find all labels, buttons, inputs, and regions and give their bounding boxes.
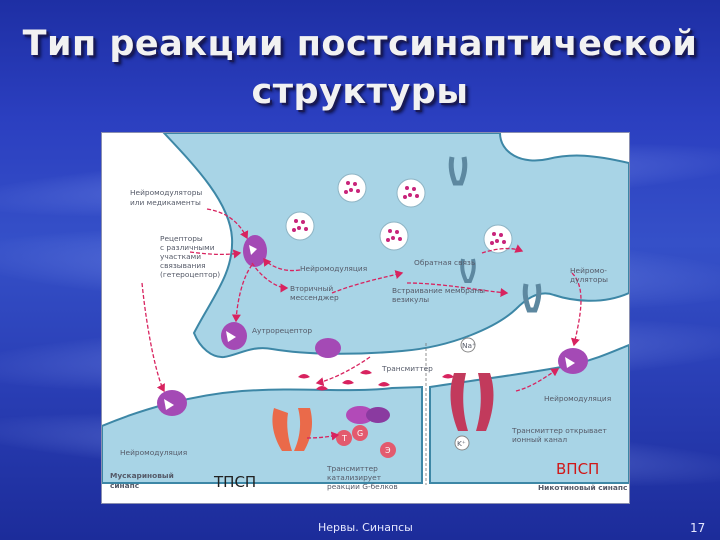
label-tpsp: ТПСП xyxy=(213,473,256,491)
label-neuromodulation-bottom: Нейромодуляция xyxy=(120,448,187,457)
label-muscarinic-2: синапс xyxy=(110,481,139,490)
presynaptic-receptor-purple xyxy=(315,338,341,358)
vesicle xyxy=(396,178,426,208)
label-nicotinic: Никотиновый синапс xyxy=(538,483,627,492)
label-neuromodulators-right-2: дуляторы xyxy=(570,275,608,284)
label-second-messenger-1: Вторичный xyxy=(290,284,333,293)
vesicle xyxy=(379,221,409,251)
label-muscarinic-1: Мускариновый xyxy=(110,471,174,480)
autoreceptor xyxy=(221,322,247,350)
g-protein-complex: T G Э xyxy=(336,406,396,458)
label-neuromodulation-top: Нейромодуляция xyxy=(300,264,367,273)
label-transmitter-catalyzes-3: реакции G-белков xyxy=(327,482,398,491)
label-transmitter-catalyzes-1: Трансмиттер xyxy=(326,464,378,473)
label-na-ion: Na⁺ xyxy=(462,341,476,350)
synaptic-vesicles xyxy=(285,173,513,254)
slide-title-line2: структуры xyxy=(251,72,469,112)
footer-text: Нервы. Синапсы xyxy=(318,521,413,534)
label-neuromodulators-right-1: Нейромо- xyxy=(570,266,607,275)
label-vpsp: ВПСП xyxy=(556,460,599,478)
heteroreceptor xyxy=(243,235,267,267)
label-receptors-4: связывания xyxy=(160,261,206,270)
slide-title-line1: Тип реакции постсинаптической xyxy=(22,24,698,64)
ion-channel xyxy=(450,337,494,451)
protein-e-label: Э xyxy=(385,446,391,455)
slide-footer: Нервы. Синапсы 17 xyxy=(0,521,720,537)
presynaptic-receptor-top xyxy=(448,156,468,186)
label-vesicle-fusion-1: Встраивание мембраны xyxy=(392,286,485,295)
label-neuromodulators-drugs-1: Нейромодуляторы xyxy=(130,188,202,197)
presynaptic-receptor-right xyxy=(522,283,542,313)
vesicle xyxy=(285,211,315,241)
label-transmitter-opens-1: Трансмиттер открывает xyxy=(511,426,607,435)
signal-arrows xyxy=(141,208,582,441)
label-neuromodulation-right: Нейромодуляция xyxy=(544,394,611,403)
label-neuromodulators-drugs-2: или медикаменты xyxy=(130,198,201,207)
vesicle xyxy=(483,224,513,254)
page-number: 17 xyxy=(690,521,706,535)
label-k-ion: K⁺ xyxy=(457,439,466,448)
label-feedback: Обратная связь xyxy=(414,258,475,267)
transmitter-molecules xyxy=(298,370,454,391)
g-protein-coupled-receptor xyxy=(272,408,312,451)
label-second-messenger-2: мессенджер xyxy=(290,293,339,302)
muscarinic-receptor xyxy=(157,390,187,416)
synapse-diagram-svg: T G Э Нейромодуляторы или медикаменты Ре… xyxy=(102,133,629,492)
label-transmitter: Трансмиттер xyxy=(381,364,433,373)
vesicle xyxy=(337,173,367,203)
label-receptors-1: Рецепторы xyxy=(160,234,203,243)
label-receptors-3: участками xyxy=(160,252,201,261)
nicotinic-side-receptor xyxy=(558,348,588,374)
synapse-diagram: T G Э Нейромодуляторы или медикаменты Ре… xyxy=(101,132,630,504)
label-receptors-5: (гетероцептор) xyxy=(160,270,220,279)
protein-g-label: G xyxy=(357,429,363,438)
label-transmitter-opens-2: ионный канал xyxy=(512,435,567,444)
label-transmitter-catalyzes-2: катализирует xyxy=(327,473,382,482)
label-vesicle-fusion-2: везикулы xyxy=(392,295,429,304)
presynaptic-receptor-mid xyxy=(460,258,476,283)
protein-t-label: T xyxy=(341,434,347,443)
label-receptors-2: с различными xyxy=(160,243,215,252)
label-autoreceptor: Аутрорецептор xyxy=(252,326,312,335)
